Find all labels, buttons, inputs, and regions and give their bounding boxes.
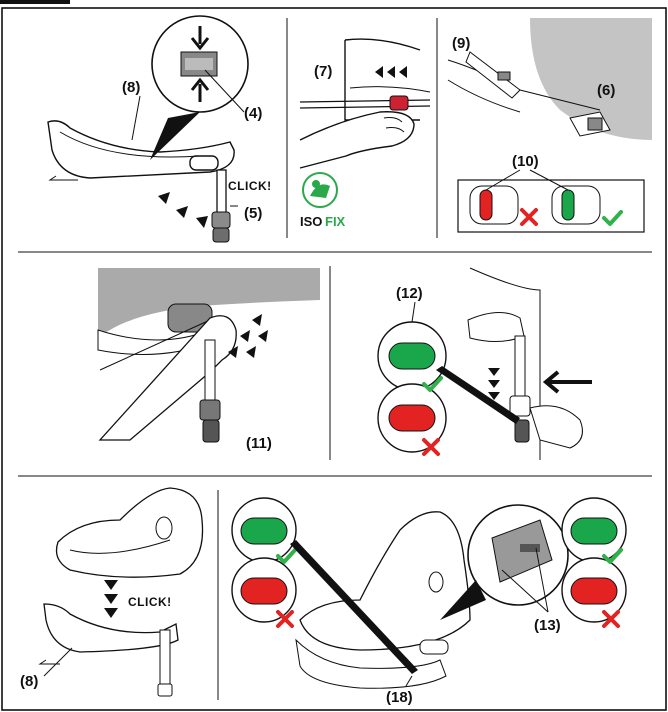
label-6: (6) — [597, 82, 615, 99]
label-18: (18) — [386, 689, 413, 706]
isofix-text-fix: FIX — [325, 214, 346, 229]
click-text-bottom: CLICK! — [128, 595, 172, 609]
label-9: (9) — [452, 35, 470, 52]
panel-seat-onto-base — [40, 488, 203, 696]
label-13: (13) — [534, 617, 561, 634]
label-8-top: (8) — [122, 79, 140, 96]
label-11: (11) — [246, 435, 272, 452]
label-8-bottom: (8) — [20, 673, 38, 690]
panel-base-legs — [48, 16, 248, 242]
label-5: (5) — [244, 205, 262, 222]
final-indicator-red-right — [571, 578, 617, 604]
panel-leg-adjust — [98, 268, 320, 442]
final-indicator-green-left — [241, 518, 287, 544]
label-10: (10) — [512, 153, 539, 170]
indicator-green — [562, 190, 574, 220]
isofix-logo — [303, 173, 337, 207]
leg-indicator-red — [389, 405, 435, 431]
indicator-red — [480, 190, 492, 220]
label-4: (4) — [244, 105, 262, 122]
final-indicator-green-right — [571, 518, 617, 544]
leader-8 — [44, 648, 72, 676]
leg-indicator-green — [389, 343, 435, 369]
panel-final-check — [232, 498, 626, 688]
label-7: (7) — [314, 63, 332, 80]
final-indicator-red-left — [241, 578, 287, 604]
label-12: (12) — [396, 285, 423, 302]
header-tab — [0, 0, 70, 4]
isofix-text-iso: ISO — [300, 214, 322, 229]
panel-connectors — [448, 18, 652, 232]
click-text-top: CLICK! — [228, 179, 272, 193]
